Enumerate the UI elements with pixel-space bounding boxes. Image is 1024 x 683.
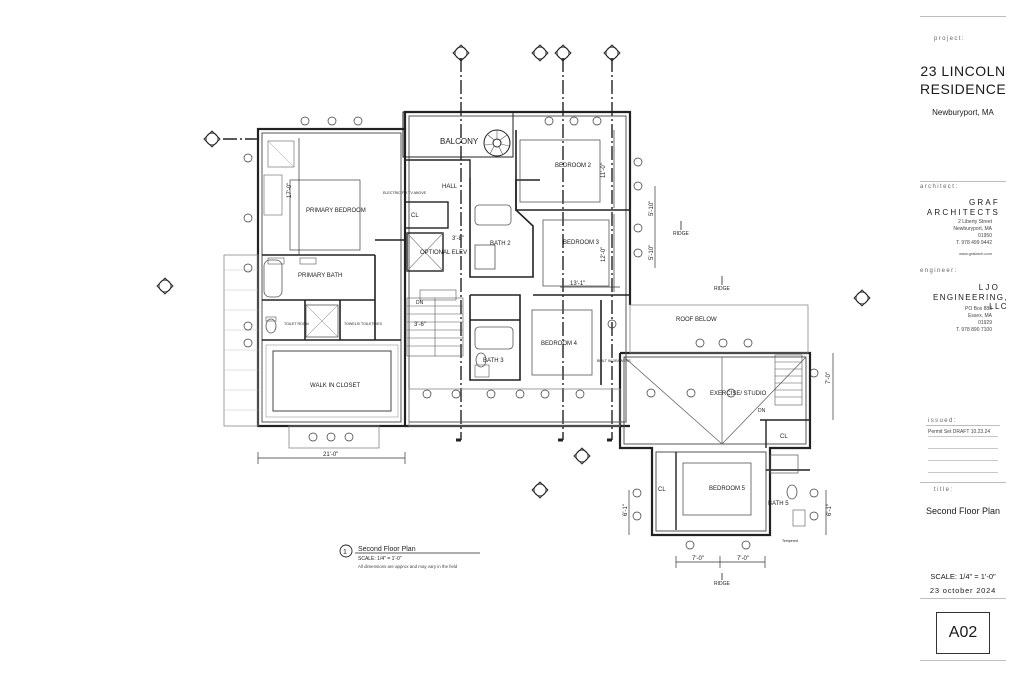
ridge-symbols: [680, 221, 723, 580]
label-bedroom-3: BEDROOM 3: [563, 240, 600, 246]
engineer-address-1: PO Box 888: [965, 306, 992, 312]
dim-5-10-b: 5'-10": [649, 245, 655, 260]
column-grid-lines: [223, 58, 613, 440]
dim-17: 17'-0": [287, 183, 293, 198]
rule-top: [920, 16, 1006, 17]
label-roof-below: ROOF BELOW: [676, 317, 717, 323]
dim-7-0-a: 7'-0": [692, 556, 704, 562]
label-cl-bedroom5: CL: [658, 487, 666, 493]
engineer-label: engineer:: [920, 268, 958, 274]
rule-architect: [920, 181, 1006, 182]
floor-plan-drawing: BALCONY PRIMARY BEDROOM PRIMARY BATH WAL…: [156, 44, 871, 587]
architect-address-3: 01950: [978, 233, 992, 239]
architect-address-1: 2 Liberty Street: [958, 219, 992, 225]
title-block: project: 23 LINCOLN RESIDENCE Newburypor…: [920, 0, 1020, 683]
label-bath-3: BATH 3: [483, 358, 504, 364]
label-primary-bedroom: PRIMARY BEDROOM: [306, 208, 366, 214]
roof-lines: [623, 356, 807, 445]
architect-website[interactable]: www.grafarch.com: [959, 251, 992, 256]
sheet-title: Second Floor Plan: [925, 506, 1001, 516]
dim-6-1-r: 6'-1": [827, 504, 833, 516]
architect-label: architect:: [920, 184, 959, 190]
engineer-address-3: 01929: [978, 320, 992, 326]
ridge-label-3: RIDGE: [714, 581, 731, 587]
rule-bottom: [920, 660, 1006, 661]
issued-blank-3: [928, 465, 998, 473]
issued-blank-1: [928, 441, 998, 449]
sheet-date: 23 october 2024: [929, 586, 997, 595]
architect-name-line1: GRAF: [968, 198, 1000, 207]
label-bath-2: BATH 2: [490, 241, 511, 247]
dn-label-1: DN: [416, 300, 424, 306]
roof-decks: [223, 254, 809, 449]
dim-5-10-a: 5'-10": [649, 201, 655, 216]
rule-issued: [926, 425, 1000, 426]
caption-title: Second Floor Plan: [358, 546, 416, 553]
label-towels: TOWELS/ TOILETRIES: [344, 322, 383, 326]
grid-bubbles: [156, 44, 871, 499]
label-toilet-room: TOILET ROOM: [284, 322, 309, 326]
issued-label: issued:: [928, 418, 957, 424]
title-label: title:: [934, 487, 954, 493]
engineer-address-2: Essex, MA: [968, 313, 992, 319]
rule-title: [920, 482, 1006, 483]
ridge-label-1: RIDGE: [673, 231, 690, 237]
label-bedroom-2: BEDROOM 2: [555, 163, 592, 169]
label-cl-hall: CL: [411, 213, 419, 219]
label-bath-5: BATH 5: [768, 501, 789, 507]
dim-12: 12'-0": [601, 247, 607, 262]
sheet-number: A02: [936, 612, 990, 654]
label-electric-fp: ELECTRIC FP/ TV ABOVE: [383, 191, 427, 195]
tempered-note: Tempered: [782, 539, 798, 543]
dim-3-6: 3'-6": [414, 322, 426, 328]
dim-13-1: 13'-1": [570, 281, 585, 287]
label-cl-exercise: CL: [780, 434, 788, 440]
dim-6-1-l: 6'-1": [623, 504, 629, 516]
label-walk-in-closet: WALK IN CLOSET: [310, 383, 360, 389]
interior-walls: [262, 239, 405, 341]
caption-note: All dimensions are approx and may vary i…: [358, 564, 458, 569]
dim-3-8: 3'-8": [452, 236, 464, 242]
dim-21: 21'-0": [323, 452, 338, 458]
label-balcony: BALCONY: [440, 137, 479, 146]
engineer-address-4: T. 978 890 7100: [956, 327, 992, 333]
label-optional-elev: OPTIONAL ELEV: [420, 250, 467, 256]
caption-number: 1: [343, 549, 347, 556]
sheet-scale: SCALE: 1/4" = 1'-0": [930, 572, 996, 581]
architect-address-4: T. 978 499 9442: [956, 240, 992, 246]
label-primary-bath: PRIMARY BATH: [298, 273, 342, 279]
engineer-name-line1: LJO: [978, 283, 1000, 292]
label-bedroom-5: BEDROOM 5: [709, 486, 746, 492]
dim-7-0-v: 7'-0": [826, 372, 832, 384]
window-tags: [243, 116, 819, 550]
dim-11: 11'-0": [601, 163, 607, 178]
label-hall: HALL: [442, 184, 458, 190]
caption-number-circle: [339, 544, 353, 558]
caption-scale: SCALE: 1/4" = 1'-0": [358, 556, 402, 562]
label-bedroom-4: BEDROOM 4: [541, 341, 578, 347]
project-label: project:: [934, 36, 965, 42]
issued-blank-2: [928, 453, 998, 461]
rule-sheet: [920, 598, 1006, 599]
dim-7-0-b: 7'-0": [737, 556, 749, 562]
dimension-lines: [257, 130, 834, 568]
stair-treads: [406, 297, 464, 357]
issued-entry: Permit Set DRAFT 10.23.24: [928, 429, 998, 437]
architect-name-line2: ARCHITECTS: [926, 208, 1000, 217]
ridge-label-2: RIDGE: [714, 286, 731, 292]
architect-address-2: Newburyport, MA: [953, 226, 992, 232]
east-stair: [774, 354, 803, 406]
engineer-name-line2: ENGINEERING, LLC: [932, 293, 1008, 311]
balcony-outline: [402, 111, 514, 158]
label-exercise-studio: EXERCISE/ STUDIO: [710, 391, 767, 397]
project-location: Newburyport, MA: [932, 108, 994, 117]
label-built-in-drawers: BUILT IN DRAWERS: [597, 359, 631, 363]
dn-label-2: DN: [758, 408, 766, 414]
project-name-line1: 23 LINCOLN: [920, 63, 1006, 79]
project-name-line2: RESIDENCE: [920, 81, 1007, 97]
